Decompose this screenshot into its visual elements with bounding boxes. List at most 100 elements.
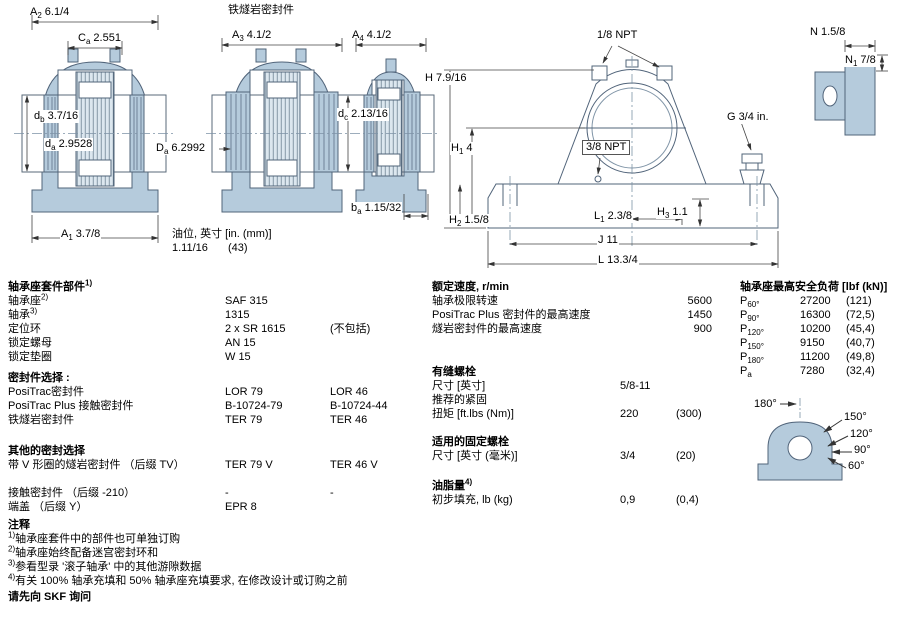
angle-label-60: 60°	[848, 460, 865, 472]
load-row-p150-value: 9150	[800, 337, 825, 349]
speed-row-limit: 轴承极限转速	[432, 295, 498, 307]
seals-and-bearings	[43, 71, 421, 187]
seal-row-positrac-plus-v1: B-10724-79	[225, 400, 283, 412]
seal-row-positrac-plus: PosiTrac Plus 接触密封件	[8, 400, 134, 412]
grease-value: 0,9	[620, 494, 636, 506]
other-seal-row-end-cover-v1: EPR 8	[225, 501, 257, 513]
parts-row-housing: 轴承座2)	[8, 292, 49, 307]
seal-select-header: 密封件选择 :	[8, 372, 70, 384]
grease-header: 油脂量4)	[432, 477, 473, 492]
parts-row-lock-nut: 锁定螺母	[8, 337, 52, 349]
taconite-seals-title: 铁燧岩密封件	[228, 4, 294, 16]
seal-row-positrac-v2: LOR 46	[330, 386, 368, 398]
oil-level-value: 1.11/16	[172, 242, 208, 254]
cap-bolts-header: 有缝螺栓	[432, 366, 476, 378]
centerlines	[14, 56, 758, 248]
note-item-4: 4)有关 100% 轴承充填和 50% 轴承座充填要求, 在修改设计或订购之前	[8, 572, 348, 587]
parts-row-locating-ring: 定位环	[8, 323, 41, 335]
load-row-pa: Pa	[740, 365, 752, 380]
note-item-3: 3)参看型录 '滚子轴承' 中的其他游隙数据	[8, 558, 202, 573]
notes-footer: 请先向 SKF 询问	[8, 591, 92, 603]
parts-row-bearing-value: 1315	[225, 309, 250, 321]
angle-label-180: 180°	[754, 398, 777, 410]
other-seal-row-tv-v2: TER 46 V	[330, 459, 378, 471]
attach-bolts-size-label: 尺寸 [英寸 (毫米)]	[432, 450, 518, 462]
speed-row-limit-value: 5600	[687, 295, 712, 307]
cap-bolts-size-value: 5/8-11	[620, 380, 651, 392]
speed-row-taconite-value: 900	[693, 323, 712, 335]
npt-top-label: 1/8 NPT	[597, 29, 638, 41]
oil-level-mm: (43)	[228, 242, 248, 254]
load-row-p60: P60°	[740, 295, 760, 310]
parts-row-bearing: 轴承3)	[8, 306, 38, 321]
parts-row-housing-value: SAF 315	[225, 295, 268, 307]
grease-alt: (0,4)	[676, 494, 699, 506]
loads-header: 轴承座最高安全负荷 [lbf (kN)]	[740, 281, 888, 293]
load-row-p120-alt: (45,4)	[846, 323, 875, 335]
attach-bolts-size-value: 3/4	[620, 450, 636, 462]
other-seal-row-contact-v2: -	[330, 487, 334, 499]
seal-row-positrac-v1: LOR 79	[225, 386, 263, 398]
load-row-p90-alt: (72,5)	[846, 309, 875, 321]
cap-bolts-torque-label-2: 扭矩 [ft.lbs (Nm)]	[432, 408, 514, 420]
speeds-header: 额定速度, r/min	[432, 281, 510, 293]
parts-row-lock-washer: 锁定垫圈	[8, 351, 52, 363]
seal-row-taconite: 铁燧岩密封件	[8, 414, 74, 426]
load-direction-diagram-svg	[757, 398, 852, 481]
parts-row-locating-ring-value: 2 x SR 1615	[225, 323, 286, 335]
parts-row-locating-ring-note: (不包括)	[330, 323, 371, 335]
npt-side-label: 3/8 NPT	[582, 140, 631, 155]
seal-row-positrac: PosiTrac密封件	[8, 386, 84, 398]
load-row-p180-value: 11200	[800, 351, 830, 363]
load-row-pa-value: 7280	[800, 365, 825, 377]
note-item-1: 1)轴承座套件中的部件也可单独订购	[8, 530, 181, 545]
angle-label-90: 90°	[854, 444, 871, 456]
load-row-p180-alt: (49,8)	[846, 351, 875, 363]
load-direction-arrows	[780, 401, 852, 469]
side-view	[487, 59, 779, 229]
load-row-p120-value: 10200	[800, 323, 831, 335]
other-seal-row-tv: 带 V 形圈的燧岩密封件 （后缀 TV）	[8, 459, 185, 471]
other-seals-header: 其他的密封选择	[8, 445, 85, 457]
load-row-p90-value: 16300	[800, 309, 831, 321]
attach-bolts-size-alt: (20)	[676, 450, 696, 462]
cap-bolts-torque-label-1: 推荐的紧固	[432, 394, 487, 406]
load-row-p150: P150°	[740, 337, 764, 352]
speed-row-positrac-plus-value: 1450	[687, 309, 712, 321]
load-row-p60-value: 27200	[800, 295, 831, 307]
end-view	[814, 54, 876, 136]
grease-label: 初步填充, lb (kg)	[432, 494, 513, 506]
other-seal-row-contact-v1: -	[225, 487, 229, 499]
attach-bolts-header: 适用的固定螺栓	[432, 436, 509, 448]
load-row-p120: P120°	[740, 323, 764, 338]
seal-row-positrac-plus-v2: B-10724-44	[330, 400, 388, 412]
load-row-p180: P180°	[740, 351, 764, 366]
seal-row-taconite-v2: TER 46	[330, 414, 368, 426]
parts-row-lock-nut-value: AN 15	[225, 337, 256, 349]
cap-bolts-size-label: 尺寸 [英寸]	[432, 380, 486, 392]
cap-bolts-torque-alt: (300)	[676, 408, 702, 420]
other-seal-row-contact: 接触密封件 （后缀 -210）	[8, 487, 136, 499]
seal-row-taconite-v1: TER 79	[225, 414, 263, 426]
load-row-p90: P90°	[740, 309, 760, 324]
notes-header: 注释	[8, 519, 30, 531]
load-row-p150-alt: (40,7)	[846, 337, 875, 349]
speed-row-taconite: 燧岩密封件的最高速度	[432, 323, 542, 335]
